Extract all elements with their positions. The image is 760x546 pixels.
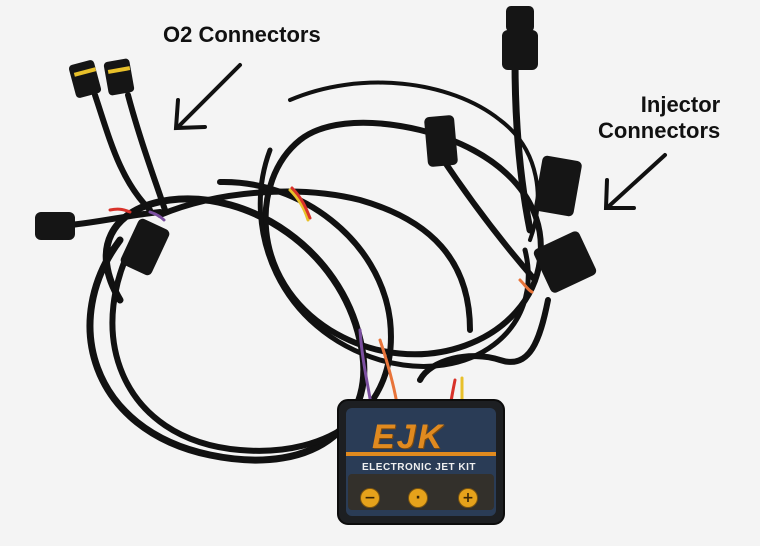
injector-connector-2 (534, 155, 582, 217)
device-product-name: ELECTRONIC JET KIT (362, 462, 477, 473)
injector-connector-3 (533, 231, 597, 293)
arrow-o2-head (173, 98, 207, 131)
arrow-injector-head (603, 178, 636, 210)
cable-o2-branch-1 (92, 92, 153, 213)
cable-o2-branch-2 (125, 92, 168, 213)
injector-label-line1: Injector (640, 92, 721, 117)
injector-connectors-label: Injector Connectors (598, 92, 720, 144)
cable-main-trunk (157, 188, 473, 333)
wire-red-o2 (108, 207, 132, 214)
wire-purple-o2 (148, 210, 166, 222)
harness-junction-connector (120, 218, 170, 276)
pointer-arrows (173, 63, 667, 210)
device-mode-button: · (408, 488, 428, 508)
top-connector-cap (506, 6, 534, 32)
cable-injector-branch (437, 152, 538, 283)
device-minus-button: − (360, 488, 380, 508)
wire-orange-injector (518, 278, 534, 294)
o2-seal-1 (73, 67, 97, 77)
o2-connector-3 (35, 212, 75, 240)
top-connector-body (502, 30, 538, 70)
injector-connectors (424, 115, 597, 293)
top-connector (502, 6, 538, 70)
arrow-injector-line (606, 153, 667, 209)
injector-label-line2: Connectors (598, 118, 721, 143)
arrow-o2-line (176, 63, 242, 129)
injector-connector-1 (424, 115, 458, 167)
cable-top-connector (511, 56, 534, 234)
device-brand-logo: EJK (372, 418, 445, 456)
wire-yellow-loop (288, 188, 310, 222)
o2-seal-2 (107, 66, 131, 74)
o2-connectors-label: O2 Connectors (163, 22, 321, 47)
o2-connector-seals (73, 66, 131, 77)
cable-to-injectors (417, 297, 551, 383)
wire-red-loop (290, 186, 312, 220)
cable-loop-right-2 (257, 147, 531, 369)
device-plus-button: + (458, 488, 478, 508)
device-stripe (346, 452, 496, 456)
